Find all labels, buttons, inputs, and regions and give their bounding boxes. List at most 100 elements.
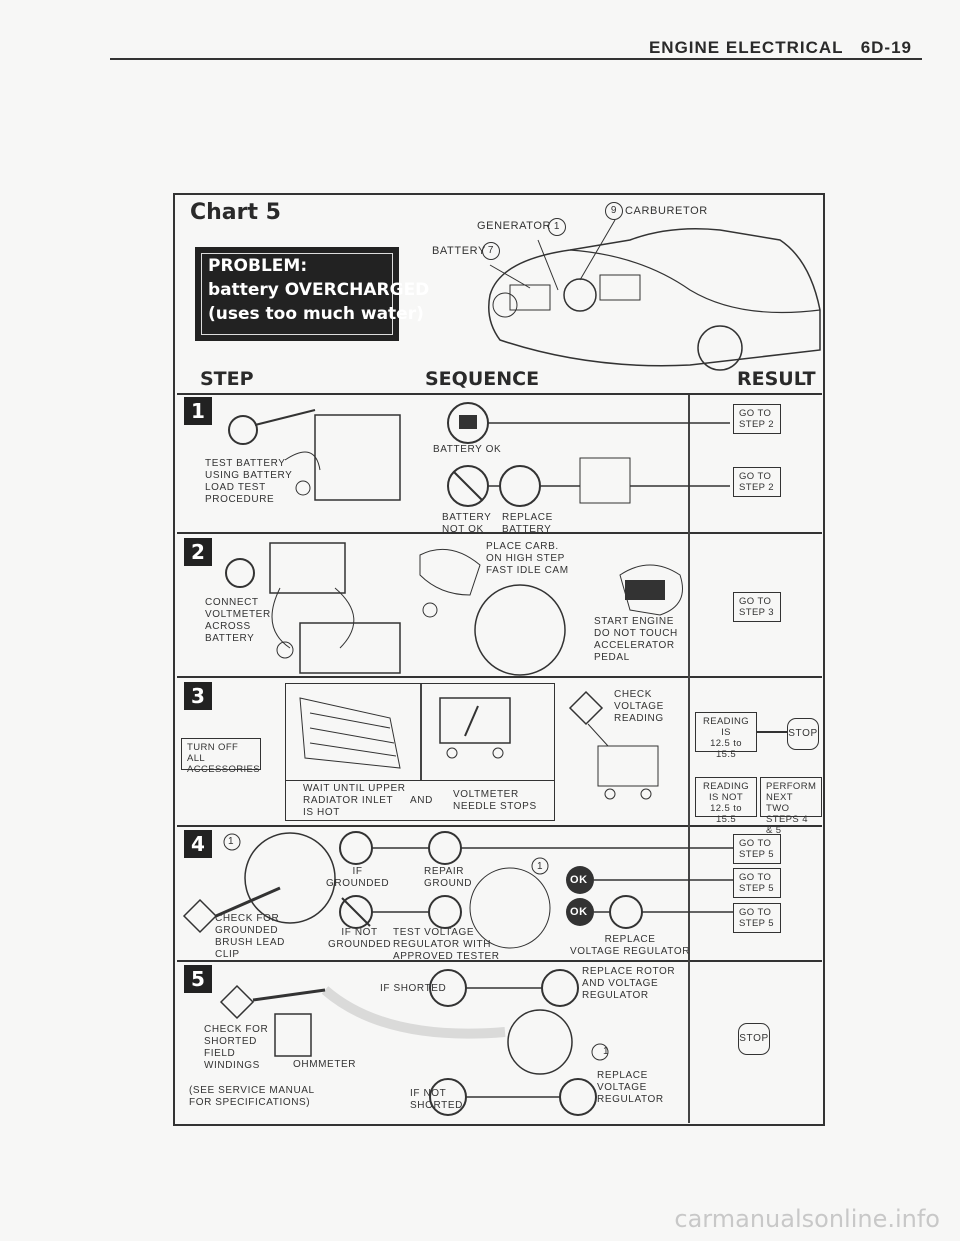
step-4-result-1: GO TO STEP 5 xyxy=(733,834,781,864)
result-line: STEP 5 xyxy=(739,918,775,929)
carburetor-text: CARBURETOR xyxy=(625,205,708,217)
header-rule xyxy=(110,58,922,60)
result-line: STEP 2 xyxy=(739,419,775,430)
step-3-number: 3 xyxy=(184,682,212,710)
step-1-result-a: GO TO STEP 2 xyxy=(733,404,781,434)
test-regulator-line: REGULATOR WITH xyxy=(393,939,500,951)
step-1-number: 1 xyxy=(184,397,212,425)
perform-line: STEPS 4 & 5 xyxy=(766,814,816,836)
if-not-shorted-line: IF NOT xyxy=(410,1088,463,1100)
result-line: STEP 3 xyxy=(739,607,775,618)
start-engine-label: START ENGINE DO NOT TOUCH ACCELERATOR PE… xyxy=(594,616,678,664)
repair-ground-line: GROUND xyxy=(424,878,472,890)
check-voltage-line: CHECK xyxy=(614,689,664,701)
problem-line-2: (uses too much water) xyxy=(202,302,392,326)
check-voltage-label: CHECK VOLTAGE READING xyxy=(614,689,664,725)
step-4-instruction: CHECK FOR GROUNDED BRUSH LEAD CLIP xyxy=(215,913,285,961)
reading-line: READING xyxy=(701,781,751,792)
divider-step-2 xyxy=(177,532,822,534)
replace-rotor-line: REGULATOR xyxy=(582,990,675,1002)
step-4-result-3: GO TO STEP 5 xyxy=(733,903,781,933)
check-voltage-line: VOLTAGE xyxy=(614,701,664,713)
result-line: GO TO xyxy=(739,596,775,607)
check-voltage-line: READING xyxy=(614,713,664,725)
replace-vr-line: VOLTAGE xyxy=(597,1082,664,1094)
step-1-sequence-flow xyxy=(440,398,740,528)
step-3-instr-line: ACCESSORIES xyxy=(187,764,255,775)
if-grounded-line: GROUNDED xyxy=(326,878,389,890)
if-not-shorted-label: IF NOT SHORTED xyxy=(410,1088,463,1112)
section-title: ENGINE ELECTRICAL xyxy=(649,38,844,57)
battery-ok-label: BATTERY OK xyxy=(433,444,501,456)
replace-battery-label: REPLACE BATTERY xyxy=(502,512,553,536)
place-carb-line: PLACE CARB. xyxy=(486,541,569,553)
step-5-instr-line: SHORTED xyxy=(204,1036,268,1048)
step-4-ref: 1 xyxy=(228,836,234,848)
step-1-result-b: GO TO STEP 2 xyxy=(733,467,781,497)
needle-line: VOLTMETER xyxy=(453,789,537,801)
if-not-grounded-line: IF NOT xyxy=(328,927,391,939)
step-5-instr-line: WINDINGS xyxy=(204,1060,268,1072)
step-5-instr-line: FIELD xyxy=(204,1048,268,1060)
battery-not-ok-label: BATTERY NOT OK xyxy=(442,512,491,536)
perform-line: NEXT TWO xyxy=(766,792,816,814)
replace-vr-step5-label: REPLACE VOLTAGE REGULATOR xyxy=(597,1070,664,1106)
divider-step-4 xyxy=(177,825,822,827)
test-regulator-label: TEST VOLTAGE REGULATOR WITH APPROVED TES… xyxy=(393,927,500,963)
page-number: 6D-19 xyxy=(861,38,912,57)
column-result: RESULT xyxy=(737,368,816,390)
and-label: AND xyxy=(410,795,433,807)
result-line: STEP 5 xyxy=(739,849,775,860)
reading-connector xyxy=(757,731,787,733)
problem-heading: PROBLEM: xyxy=(202,254,392,278)
generator-label: GENERATOR xyxy=(477,220,551,232)
step-4-ref-2: 1 xyxy=(537,861,543,873)
step-5-instruction: CHECK FOR SHORTED FIELD WINDINGS xyxy=(204,1024,268,1072)
ok-badge-2: OK xyxy=(570,906,588,918)
step-1-instr-line: TEST BATTERY xyxy=(205,458,292,470)
reading-line: 12.5 to 15.5 xyxy=(701,738,751,760)
replace-vr-line: REPLACE xyxy=(597,1070,664,1082)
repair-ground-label: REPAIR GROUND xyxy=(424,866,472,890)
start-engine-line: PEDAL xyxy=(594,652,678,664)
step-1-instr-line: LOAD TEST xyxy=(205,482,292,494)
result-line: STEP 2 xyxy=(739,482,775,493)
step-2-number: 2 xyxy=(184,538,212,566)
step-5-ref: 1 xyxy=(603,1046,609,1058)
battery-label: BATTERY xyxy=(432,245,486,257)
column-step: STEP xyxy=(200,368,254,390)
step-1-instr-line: PROCEDURE xyxy=(205,494,292,506)
divider-step-1 xyxy=(177,393,822,395)
battery-ref: 7 xyxy=(482,242,500,260)
start-engine-line: DO NOT TOUCH xyxy=(594,628,678,640)
if-shorted-label: IF SHORTED xyxy=(380,983,446,995)
step-4-instr-line: BRUSH LEAD xyxy=(215,937,285,949)
stop-sign: STOP xyxy=(787,718,819,750)
battery-not-ok-line: BATTERY xyxy=(442,512,491,524)
step-2-instr-line: ACROSS xyxy=(205,621,271,633)
step-2-instr-line: BATTERY xyxy=(205,633,271,645)
replace-vr-line: VOLTAGE REGULATOR xyxy=(570,946,690,958)
start-engine-line: ACCELERATOR xyxy=(594,640,678,652)
step-1-instr-line: USING BATTERY xyxy=(205,470,292,482)
replace-vr-line: REGULATOR xyxy=(597,1094,664,1106)
step-3-instruction: TURN OFF ALL ACCESSORIES xyxy=(181,738,261,770)
result-line: GO TO xyxy=(739,872,775,883)
page-header: ENGINE ELECTRICAL 6D-19 xyxy=(649,38,912,58)
result-line: GO TO xyxy=(739,408,775,419)
wait-line: IS HOT xyxy=(303,807,406,819)
result-line: GO TO xyxy=(739,838,775,849)
if-grounded-line: IF xyxy=(326,866,389,878)
replace-vr-line: REPLACE xyxy=(570,934,690,946)
watermark: carmanualsonline.info xyxy=(674,1205,940,1233)
step-5-stop-sign: STOP xyxy=(738,1023,770,1055)
divider-step-3 xyxy=(177,676,822,678)
column-sequence: SEQUENCE xyxy=(425,368,539,390)
needle-label: VOLTMETER NEEDLE STOPS xyxy=(453,789,537,813)
step-2-result: GO TO STEP 3 xyxy=(733,592,781,622)
if-not-grounded-line: GROUNDED xyxy=(328,939,391,951)
result-line: GO TO xyxy=(739,907,775,918)
place-carb-label: PLACE CARB. ON HIGH STEP FAST IDLE CAM xyxy=(486,541,569,577)
step-3-radiator-voltmeter xyxy=(290,688,550,778)
replace-rotor-line: REPLACE ROTOR xyxy=(582,966,675,978)
